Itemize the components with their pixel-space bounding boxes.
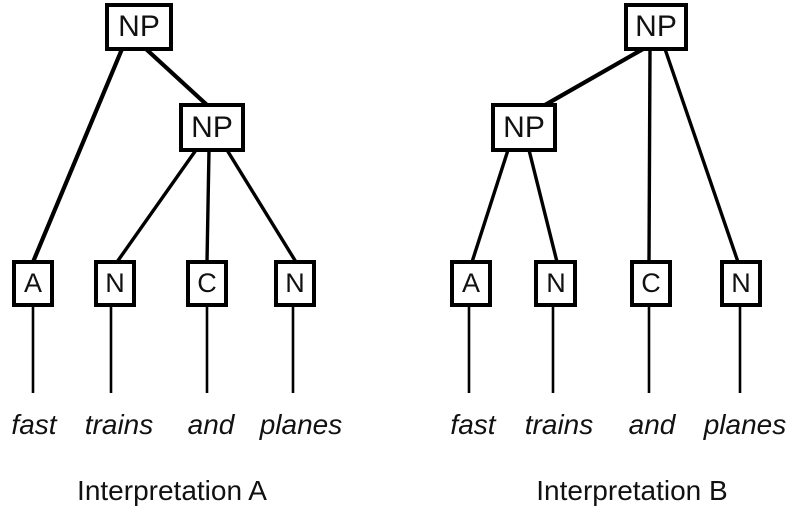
node-pos-n-1 bbox=[534, 260, 577, 307]
node-label-root-np: NP bbox=[118, 10, 160, 43]
node-label-pos-a: A bbox=[24, 268, 42, 298]
node-label-root-np: NP bbox=[635, 10, 677, 43]
word-fast: fast bbox=[11, 409, 57, 440]
word-trains: trains bbox=[85, 409, 153, 440]
word-planes: planes bbox=[703, 409, 787, 440]
edge-inner-np-to-c bbox=[205, 149, 211, 263]
word-fast: fast bbox=[450, 409, 496, 440]
word-trains: trains bbox=[525, 409, 593, 440]
node-label-pos-a: A bbox=[462, 268, 480, 298]
edge-inner-np-to-n1 bbox=[527, 149, 559, 263]
edge-root-to-inner-np bbox=[144, 47, 209, 107]
node-label-pos-n-2: N bbox=[731, 268, 751, 298]
edge-inner-np-to-a bbox=[470, 149, 510, 263]
node-label-pos-n-1: N bbox=[105, 268, 125, 298]
node-inner-np bbox=[491, 103, 557, 152]
node-inner-np bbox=[179, 103, 245, 152]
node-label-pos-c: C bbox=[641, 268, 661, 298]
node-root-np bbox=[105, 3, 173, 51]
caption-interpretation-b: Interpretation B bbox=[536, 475, 727, 506]
node-label-pos-n-2: N bbox=[285, 268, 305, 298]
word-and: and bbox=[629, 409, 677, 440]
edge-inner-np-to-n2 bbox=[225, 149, 298, 263]
node-pos-c bbox=[630, 260, 672, 307]
caption-interpretation-a: Interpretation A bbox=[77, 475, 267, 506]
word-and: and bbox=[188, 409, 236, 440]
node-label-pos-c: C bbox=[197, 268, 217, 298]
node-pos-c bbox=[186, 260, 228, 307]
word-planes: planes bbox=[259, 409, 343, 440]
edge-inner-np-to-n1 bbox=[115, 149, 198, 263]
node-pos-a bbox=[450, 260, 492, 307]
node-pos-n-2 bbox=[720, 260, 762, 307]
edge-root-to-a bbox=[31, 48, 124, 263]
node-label-inner-np: NP bbox=[503, 111, 545, 144]
node-root-np bbox=[624, 3, 688, 51]
node-label-pos-n-1: N bbox=[546, 268, 566, 298]
node-label-inner-np: NP bbox=[191, 111, 233, 144]
edge-root-to-n2 bbox=[663, 48, 740, 263]
node-pos-n-2 bbox=[274, 260, 316, 307]
node-pos-a bbox=[12, 260, 54, 307]
edge-root-to-inner-np bbox=[543, 47, 645, 107]
node-pos-n-1 bbox=[94, 260, 136, 307]
edge-root-to-c bbox=[647, 48, 652, 263]
